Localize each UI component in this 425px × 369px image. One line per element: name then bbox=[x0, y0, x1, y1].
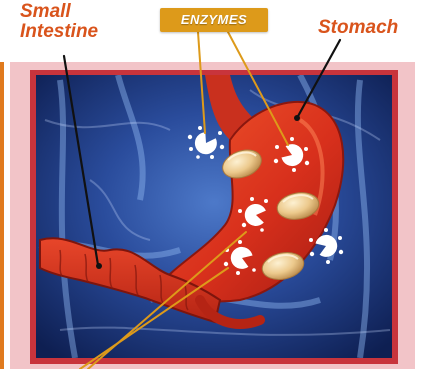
stomach-label: Stomach bbox=[318, 18, 398, 38]
enzymes-badge: ENZYMES bbox=[160, 8, 268, 32]
small-intestine-label: Small Intestine bbox=[20, 2, 98, 42]
left-accent-strip bbox=[0, 62, 4, 369]
small-intestine-label-line-1: Small bbox=[20, 2, 98, 22]
leader-small-intestine-dot bbox=[96, 263, 102, 269]
leader-stomach-dot bbox=[294, 115, 300, 121]
small-intestine-label-line-2: Intestine bbox=[20, 22, 98, 42]
